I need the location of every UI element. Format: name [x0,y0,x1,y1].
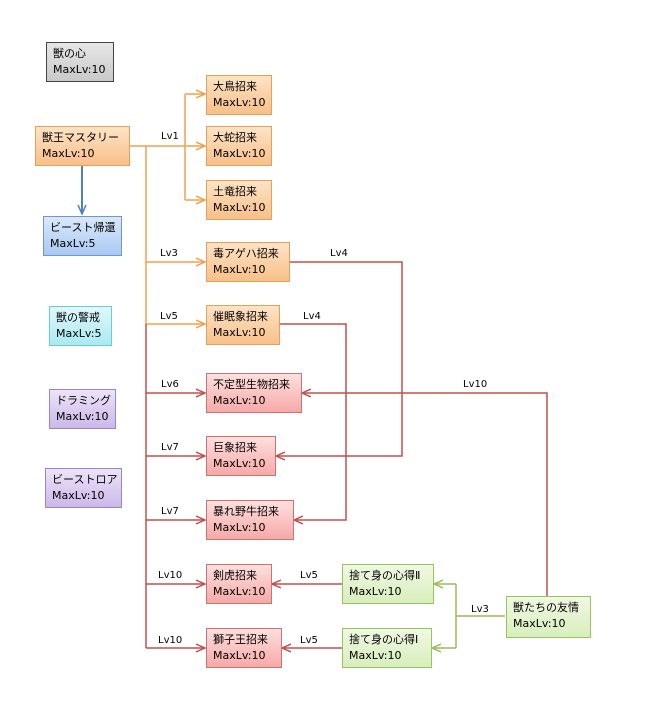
skill-node-doryuu: 土竜招来 MaxLv:10 [206,180,272,220]
skill-node-kemonotachi-no-yuujou: 獣たちの友情 MaxLv:10 [506,596,591,638]
edge-label-lv4: Lv4 [303,311,321,322]
edge-label-lv7: Lv7 [161,506,179,517]
skill-node-kemono-no-keikai: 獣の警戒 MaxLv:5 [49,306,112,346]
edge-label-lv5: Lv5 [300,635,318,646]
skill-max-level: MaxLv:5 [56,327,102,340]
skill-name: 暴れ野牛招来 [213,505,279,518]
skill-name: ビーストロア [52,473,118,486]
skill-name: 捨て身の心得Ⅰ [349,633,419,646]
skill-name: 獣の心 [53,47,86,60]
skill-name: 獣王マスタリー [42,131,119,144]
skill-name: 獅子王招来 [213,633,268,646]
edge-kemonotachi-to-futeikei [302,393,548,602]
edge-label-lv3: Lv3 [471,604,489,615]
skill-node-shishiou: 獅子王招来 MaxLv:10 [206,628,282,668]
edge-label-lv6: Lv6 [161,379,179,390]
skill-name: ドラミング [56,394,111,407]
skill-max-level: MaxLv:10 [213,96,266,109]
skill-max-level: MaxLv:10 [213,147,266,160]
skill-max-level: MaxLv:10 [213,521,266,534]
skill-node-beast-kikan: ビースト帰還 MaxLv:5 [43,216,122,256]
edge-label-lv4: Lv4 [330,248,348,259]
skill-node-kyozou: 巨象招来 MaxLv:10 [206,436,276,476]
skill-name: 土竜招来 [213,185,257,198]
skill-node-juuou-mastery: 獣王マスタリー MaxLv:10 [35,126,130,166]
skill-max-level: MaxLv:10 [213,649,266,662]
edge-label-lv5: Lv5 [160,311,178,322]
skill-max-level: MaxLv:5 [50,237,96,250]
skill-node-abareyagyuu: 暴れ野牛招来 MaxLv:10 [206,500,294,540]
skill-node-kemono-no-kokoro: 獣の心 MaxLv:10 [46,42,114,82]
skill-node-dokuageha: 毒アゲハ招来 MaxLv:10 [206,242,290,282]
edge-label-lv3: Lv3 [160,248,178,259]
edge-dokuageha-to-kyozou [276,261,403,456]
edge-saiminzou-to-abareyagyuu [280,323,347,520]
skill-node-sutemi-2: 捨て身の心得Ⅱ MaxLv:10 [342,564,434,604]
skill-max-level: MaxLv:10 [53,63,106,76]
skill-max-level: MaxLv:10 [349,585,402,598]
skill-name: 捨て身の心得Ⅱ [349,569,421,582]
edge-label-lv5: Lv5 [300,570,318,581]
skill-name: 剣虎招来 [213,569,257,582]
skill-name: 毒アゲハ招来 [213,247,279,260]
skill-node-beast-roar: ビーストロア MaxLv:10 [45,468,122,508]
edge-label-lv1: Lv1 [161,131,179,142]
skill-node-kenko: 剣虎招来 MaxLv:10 [206,564,272,604]
skill-name: 大鳥招来 [213,80,257,93]
skill-max-level: MaxLv:10 [42,147,95,160]
skill-node-ootori: 大鳥招来 MaxLv:10 [206,75,272,115]
edge-label-lv10: Lv10 [463,379,488,390]
skill-max-level: MaxLv:10 [349,649,402,662]
skill-node-oohebi: 大蛇招来 MaxLv:10 [206,126,272,166]
skill-max-level: MaxLv:10 [513,617,566,630]
skill-max-level: MaxLv:10 [213,263,266,276]
edge-label-lv7: Lv7 [161,442,179,453]
skill-name: 不定型生物招来 [213,378,290,391]
skill-name: 巨象招来 [213,441,257,454]
skill-name: 獣の警戒 [56,311,100,324]
skill-max-level: MaxLv:10 [56,410,109,423]
skill-name: 大蛇招来 [213,131,257,144]
skill-name: 獣たちの友情 [513,601,579,614]
skill-node-saiminzou: 催眠象招来 MaxLv:10 [206,305,280,345]
skill-max-level: MaxLv:10 [52,489,105,502]
skill-max-level: MaxLv:10 [213,457,266,470]
skill-name: ビースト帰還 [50,221,116,234]
edge-label-lv10: Lv10 [158,635,183,646]
skill-max-level: MaxLv:10 [213,201,266,214]
skill-max-level: MaxLv:10 [213,585,266,598]
edge-label-lv10: Lv10 [158,570,183,581]
skill-max-level: MaxLv:10 [213,394,266,407]
skill-node-drumming: ドラミング MaxLv:10 [49,389,116,429]
skill-max-level: MaxLv:10 [213,326,266,339]
skill-name: 催眠象招来 [213,310,268,323]
skill-node-sutemi-1: 捨て身の心得Ⅰ MaxLv:10 [342,628,432,668]
skill-node-futeikei: 不定型生物招来 MaxLv:10 [206,373,302,413]
